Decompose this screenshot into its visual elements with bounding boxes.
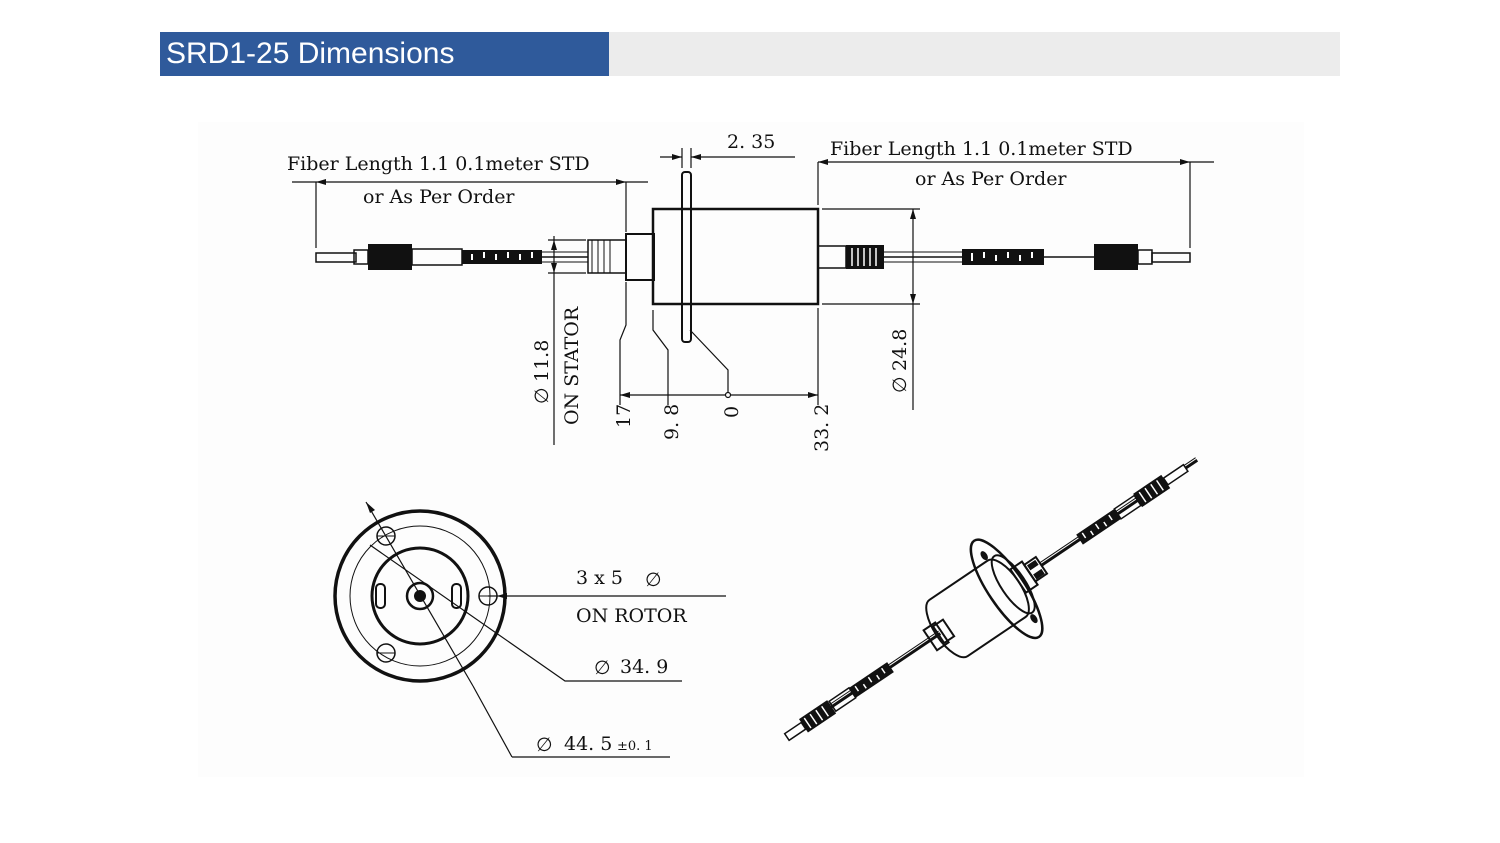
- holes-label: 3 x 5: [576, 567, 623, 589]
- flange-dia-symbol: ∅: [536, 734, 553, 756]
- bolt-circle-dia-symbol: ∅: [594, 657, 611, 679]
- position-0: 0: [721, 406, 743, 418]
- stator-note: ON STATOR: [561, 306, 583, 425]
- stator-dia-label: 11.8: [531, 340, 553, 382]
- body-dia-label-group: ∅ 24.8: [889, 329, 911, 393]
- page-title: SRD1-25 Dimensions: [160, 32, 609, 76]
- end-dimension-lines: [365, 501, 726, 758]
- body-dia-symbol: ∅: [889, 376, 911, 393]
- body-dia-label: 24.8: [889, 329, 911, 371]
- isometric-view: [783, 457, 1199, 742]
- stator-dia-label-group: ∅ 11.8: [531, 340, 553, 404]
- fiber-left-line2: or As Per Order: [363, 186, 515, 208]
- position-9-8: 9. 8: [661, 404, 683, 440]
- side-view: Fiber Length 1.1 0.1meter STD or As Per …: [287, 131, 1214, 452]
- bolt-circle-label: 34. 9: [620, 656, 668, 678]
- position-33-2: 33. 2: [811, 404, 833, 452]
- right-fiber-connector: [817, 244, 1191, 270]
- side-arrowheads: [316, 154, 1190, 398]
- end-view: 3 x 5 ∅ ON ROTOR ∅ 34. 9 ∅ 44. 5 ±0. 1: [333, 501, 726, 758]
- fiber-right-line2: or As Per Order: [915, 168, 1067, 190]
- flange-dia-tolerance: ±0. 1: [617, 739, 653, 754]
- flange-dia-label: 44. 5: [564, 733, 612, 755]
- left-fiber-connector: [315, 244, 588, 270]
- flange-thickness-label: 2. 35: [727, 131, 775, 153]
- drawing-panel: [198, 122, 1304, 777]
- end-arrowheads: [366, 502, 507, 599]
- position-17: 17: [613, 404, 635, 428]
- stator-stub: [587, 233, 655, 281]
- flange: [681, 171, 692, 343]
- holes-dia-symbol: ∅: [645, 569, 662, 591]
- stator-dia-symbol: ∅: [531, 387, 553, 404]
- fiber-left-line1: Fiber Length 1.1 0.1meter STD: [287, 153, 590, 175]
- holes-note: ON ROTOR: [576, 605, 687, 627]
- fiber-right-line1: Fiber Length 1.1 0.1meter STD: [830, 138, 1133, 160]
- slip-ring-body: [651, 207, 820, 306]
